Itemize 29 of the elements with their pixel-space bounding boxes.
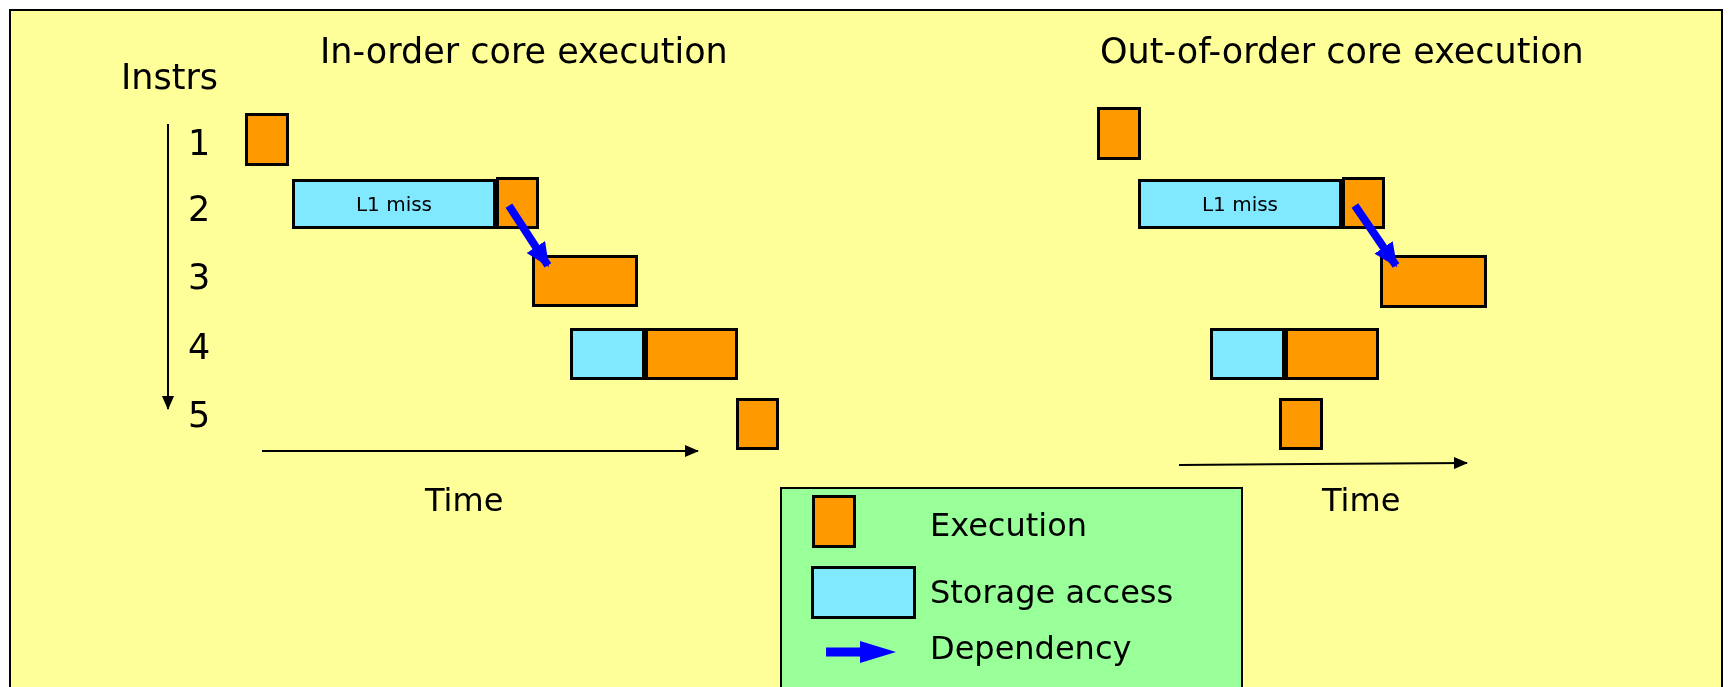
- block-label: L1 miss: [355, 191, 433, 218]
- diagram-heading: In-order core execution: [320, 30, 728, 73]
- storage-access-block: [1138, 179, 1342, 229]
- row-number: 2: [188, 188, 211, 231]
- row-number: 1: [188, 122, 211, 165]
- axis-label: Instrs: [121, 56, 219, 99]
- storage-access-block: [1210, 328, 1285, 380]
- execution-block: [736, 398, 779, 450]
- execution-block: [245, 113, 289, 166]
- row-number: 5: [188, 394, 211, 437]
- axis-label: Time: [1322, 480, 1401, 520]
- execution-block: [1097, 107, 1141, 160]
- row-number: 4: [188, 326, 211, 369]
- execution-block: [1279, 398, 1323, 450]
- legend-label: Storage access: [930, 572, 1174, 612]
- execution-block: [532, 255, 638, 307]
- diagram-heading: Out-of-order core execution: [1100, 30, 1584, 73]
- block-label: L1 miss: [1201, 191, 1279, 218]
- storage-access-block: [570, 328, 645, 380]
- legend-label: Execution: [930, 505, 1088, 545]
- execution-block: [496, 177, 539, 229]
- execution-block: [1380, 255, 1487, 308]
- storage-access-block: [292, 179, 496, 229]
- execution-block: [645, 328, 738, 380]
- execution-block: [1285, 328, 1379, 380]
- axis-label: Time: [425, 480, 504, 520]
- row-number: 3: [188, 256, 211, 299]
- execution-block: [1342, 177, 1385, 229]
- legend-label: Dependency: [930, 628, 1132, 668]
